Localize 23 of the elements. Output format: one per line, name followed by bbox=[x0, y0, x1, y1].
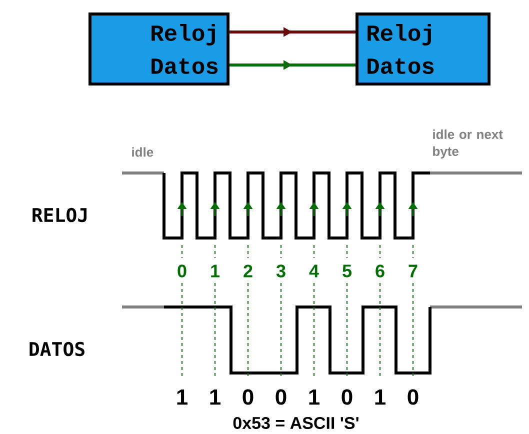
bit-value: 0 bbox=[342, 389, 352, 405]
state-label: idle or next byte bbox=[433, 129, 503, 159]
bit-number: 5 bbox=[342, 264, 352, 278]
bit-number: 2 bbox=[244, 264, 252, 278]
bit-value: 1 bbox=[177, 389, 188, 405]
bit-number: 0 bbox=[178, 264, 186, 278]
bit-number: 3 bbox=[276, 264, 286, 278]
bit-number: 1 bbox=[211, 264, 220, 278]
device-box: Reloj Datos bbox=[88, 12, 230, 86]
bit-value: 1 bbox=[210, 389, 220, 405]
caption: 0x53 = ASCII 'S' bbox=[233, 416, 358, 430]
bit-value: 0 bbox=[242, 389, 254, 405]
bit-value: 1 bbox=[375, 389, 386, 405]
bit-number: 7 bbox=[408, 264, 418, 278]
signal-name: DATOS bbox=[30, 342, 84, 356]
bit-number: 4 bbox=[309, 264, 319, 278]
bit-number: 6 bbox=[376, 264, 384, 278]
bit-value: 1 bbox=[309, 389, 320, 405]
bit-value: 0 bbox=[276, 389, 286, 405]
state-label: idle bbox=[132, 147, 154, 157]
signal-name: RELOJ bbox=[32, 208, 86, 222]
bit-value: 0 bbox=[408, 389, 418, 405]
device-box: Reloj Datos bbox=[356, 12, 490, 86]
